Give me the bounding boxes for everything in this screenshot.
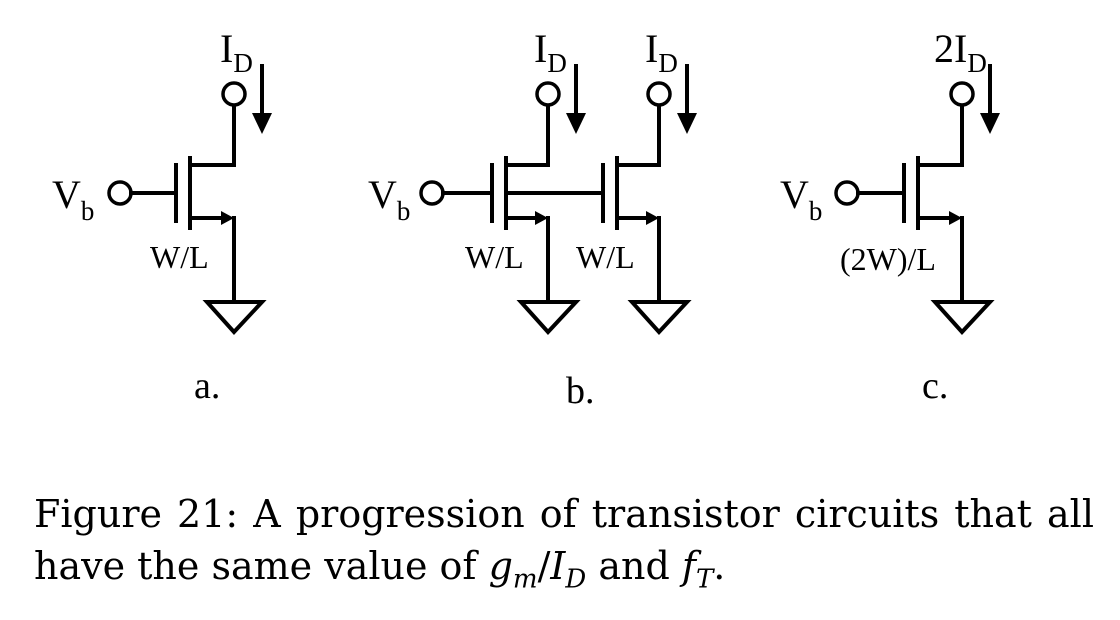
nmos-transistor-b2 bbox=[601, 104, 661, 302]
ground-symbol-b1 bbox=[516, 300, 581, 335]
current-arrow-b2 bbox=[677, 64, 697, 134]
drain-current-label-b1: ID bbox=[534, 26, 567, 78]
size-label-b1: W/L bbox=[465, 239, 524, 275]
input-terminal-c bbox=[834, 180, 906, 206]
input-label-c: Vb bbox=[780, 172, 822, 226]
drain-current-label-a: ID bbox=[220, 26, 253, 78]
ground-symbol-c bbox=[930, 300, 995, 335]
ground-symbol-a bbox=[202, 300, 267, 335]
circuit-b: Vb ID W/L bbox=[368, 26, 697, 412]
id-symbol: ID bbox=[550, 544, 587, 595]
input-label-b: Vb bbox=[368, 172, 410, 226]
circuit-a: Vb ID W/L a. bbox=[52, 26, 272, 407]
nmos-transistor-b1 bbox=[490, 104, 550, 302]
size-label-c: (2W)/L bbox=[840, 241, 936, 277]
ft-symbol: fT bbox=[681, 544, 714, 595]
figure-caption: Figure 21: A progression of transistor c… bbox=[34, 492, 1094, 595]
drain-terminal-b2 bbox=[646, 81, 672, 107]
current-arrow-b1 bbox=[566, 64, 586, 134]
drain-current-label-c: 2ID bbox=[934, 26, 987, 78]
drain-terminal-b1 bbox=[535, 81, 561, 107]
drain-terminal-a bbox=[221, 81, 247, 107]
caption-text: Figure 21: A progression of transistor c… bbox=[34, 492, 1094, 588]
circuit-diagram: Vb ID W/L a. Vb bbox=[52, 26, 1000, 412]
panel-label-a: a. bbox=[194, 365, 220, 407]
nmos-transistor-c bbox=[902, 104, 964, 302]
circuit-c: Vb 2ID (2W)/L c. bbox=[780, 26, 1000, 407]
input-label-a: Vb bbox=[52, 172, 94, 226]
current-arrow-c bbox=[980, 64, 1000, 134]
current-arrow-a bbox=[252, 64, 272, 134]
input-terminal-a bbox=[107, 180, 178, 206]
drain-terminal-c bbox=[949, 81, 975, 107]
size-label-b2: W/L bbox=[576, 239, 635, 275]
ground-symbol-b2 bbox=[627, 300, 692, 335]
gm-symbol: gm bbox=[488, 544, 538, 595]
nmos-transistor-a bbox=[174, 104, 236, 302]
panel-label-b: b. bbox=[566, 370, 595, 412]
size-label-a: W/L bbox=[150, 239, 209, 275]
panel-label-c: c. bbox=[922, 365, 948, 407]
input-terminal-b bbox=[419, 180, 494, 206]
drain-current-label-b2: ID bbox=[645, 26, 678, 78]
